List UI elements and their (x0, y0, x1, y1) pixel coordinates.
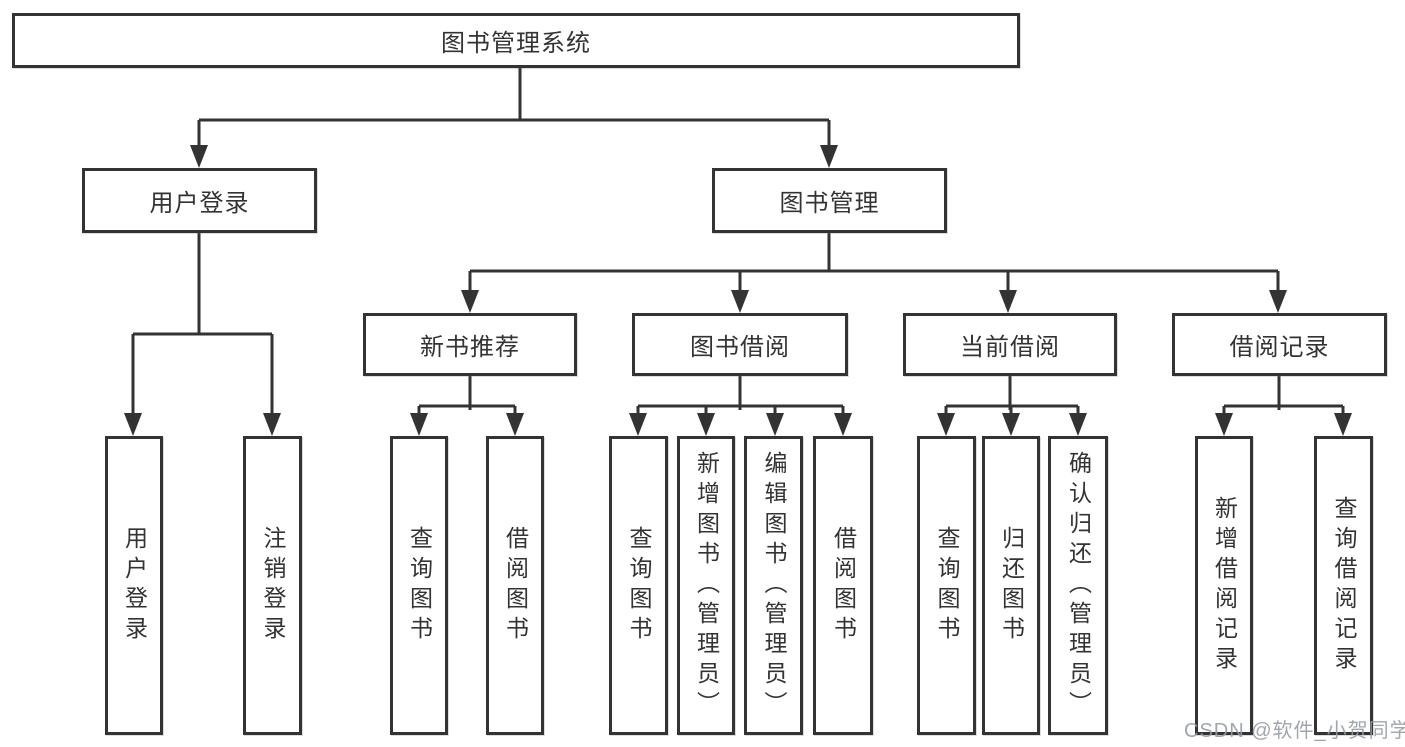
leaf-return-books: 归还图书 (982, 436, 1040, 735)
node-label: 新增借阅记录 (1211, 495, 1238, 676)
node-label: 查询图书 (626, 525, 652, 646)
node-label: 当前借阅 (960, 334, 1060, 361)
node-label: 图书管理 (779, 190, 880, 217)
node-user-login-branch: 用户登录 (82, 168, 317, 233)
leaf-query-borrow-record: 查询借阅记录 (1314, 436, 1373, 735)
node-label: 查询图书 (406, 525, 433, 646)
node-book-management: 图书管理 (712, 168, 947, 233)
node-label: 借阅记录 (1229, 334, 1330, 361)
node-borrowing-records: 借阅记录 (1172, 313, 1387, 376)
leaf-query-books-recommend: 查询图书 (390, 436, 448, 735)
leaf-confirm-return-admin: 确认归还（管理员） (1048, 436, 1108, 735)
leaf-add-books-admin: 新增图书（管理员） (677, 436, 735, 735)
node-label: 新书推荐 (420, 334, 520, 361)
node-label: 确认归还（管理员） (1065, 450, 1092, 721)
leaf-borrow-books: 借阅图书 (813, 436, 873, 735)
node-new-book-recommend: 新书推荐 (363, 313, 577, 376)
node-label: 借阅图书 (502, 525, 529, 646)
node-library-system: 图书管理系统 (12, 13, 1020, 68)
node-label: 图书管理系统 (441, 30, 591, 57)
node-book-borrowing: 图书借阅 (632, 313, 848, 376)
node-label: 图书借阅 (690, 334, 790, 361)
leaf-add-borrow-record: 新增借阅记录 (1195, 436, 1253, 735)
node-label: 借阅图书 (830, 525, 857, 646)
node-label: 新增图书（管理员） (693, 450, 720, 721)
node-label: 用户登录 (149, 190, 250, 217)
node-label: 查询图书 (934, 525, 960, 646)
node-label: 归还图书 (998, 525, 1025, 646)
node-label: 编辑图书（管理员） (761, 450, 787, 721)
leaf-user-login: 用户登录 (105, 436, 163, 735)
leaf-query-books-borrow: 查询图书 (609, 436, 668, 735)
node-current-borrowing: 当前借阅 (903, 313, 1117, 376)
node-label: 查询借阅记录 (1331, 495, 1357, 676)
leaf-logout: 注销登录 (243, 436, 302, 735)
node-label: 用户登录 (121, 525, 148, 646)
leaf-edit-books-admin: 编辑图书（管理员） (744, 436, 803, 735)
csdn-watermark: CSDN @软件_小贺同学 (1184, 720, 1405, 742)
leaf-query-books-current: 查询图书 (917, 436, 976, 735)
node-label: 注销登录 (260, 525, 286, 646)
leaf-borrow-books-recommend: 借阅图书 (486, 436, 544, 735)
